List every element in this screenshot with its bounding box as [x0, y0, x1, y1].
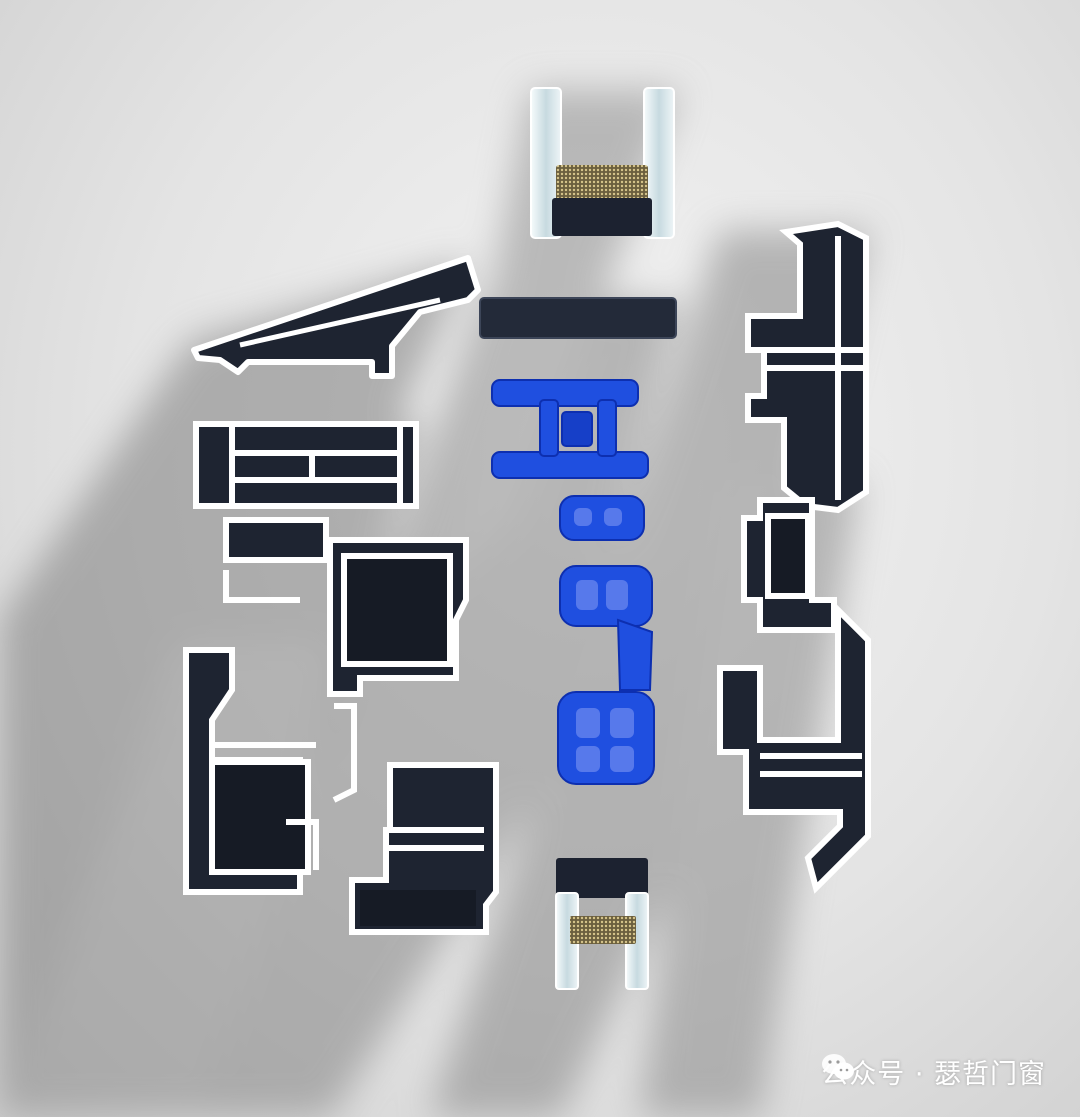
wechat-icon: [822, 1054, 855, 1080]
sash-profile-sloped: [191, 255, 481, 379]
frame-profile-right-bottom: [717, 602, 871, 894]
frame-profile-left: [183, 647, 319, 895]
sash-profile-lower: [332, 703, 499, 935]
frame-profile-right-top: [745, 220, 869, 514]
bottom-glass-unit: [555, 858, 649, 990]
gasket-bar: [479, 297, 677, 339]
frame-profile-center: [223, 517, 469, 697]
watermark-text: 公众号 · 瑟哲门窗: [821, 1059, 1046, 1090]
frame-profile-sill: [193, 421, 419, 509]
thermal-break-strips: [491, 379, 655, 785]
frame-profile-right-middle: [741, 497, 837, 633]
watermark: 公众号 · 瑟哲门窗: [821, 1052, 1046, 1091]
top-glass-unit: [530, 87, 675, 239]
